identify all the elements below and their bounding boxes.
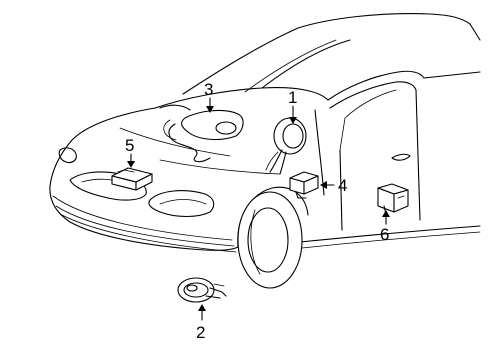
- vehicle-outline: [49, 13, 481, 253]
- part-6-side-sensor: [377, 183, 409, 215]
- part-2-clockspring: [177, 277, 227, 303]
- callout-labels: 1 2 3 4 5 6: [125, 80, 389, 342]
- callout-6: 6: [380, 225, 389, 244]
- front-wheel: [237, 186, 309, 289]
- part-5-diagnostic-module: [111, 167, 153, 191]
- callout-1: 1: [288, 88, 297, 107]
- callout-5: 5: [125, 136, 134, 155]
- callout-arrows: [127, 97, 390, 321]
- part-1-driver-airbag: [265, 117, 307, 175]
- callout-4: 4: [338, 176, 347, 195]
- callout-3: 3: [204, 80, 213, 99]
- callout-2: 2: [196, 323, 205, 342]
- part-4-impact-sensor: [289, 171, 319, 199]
- part-3-passenger-airbag: [159, 104, 244, 163]
